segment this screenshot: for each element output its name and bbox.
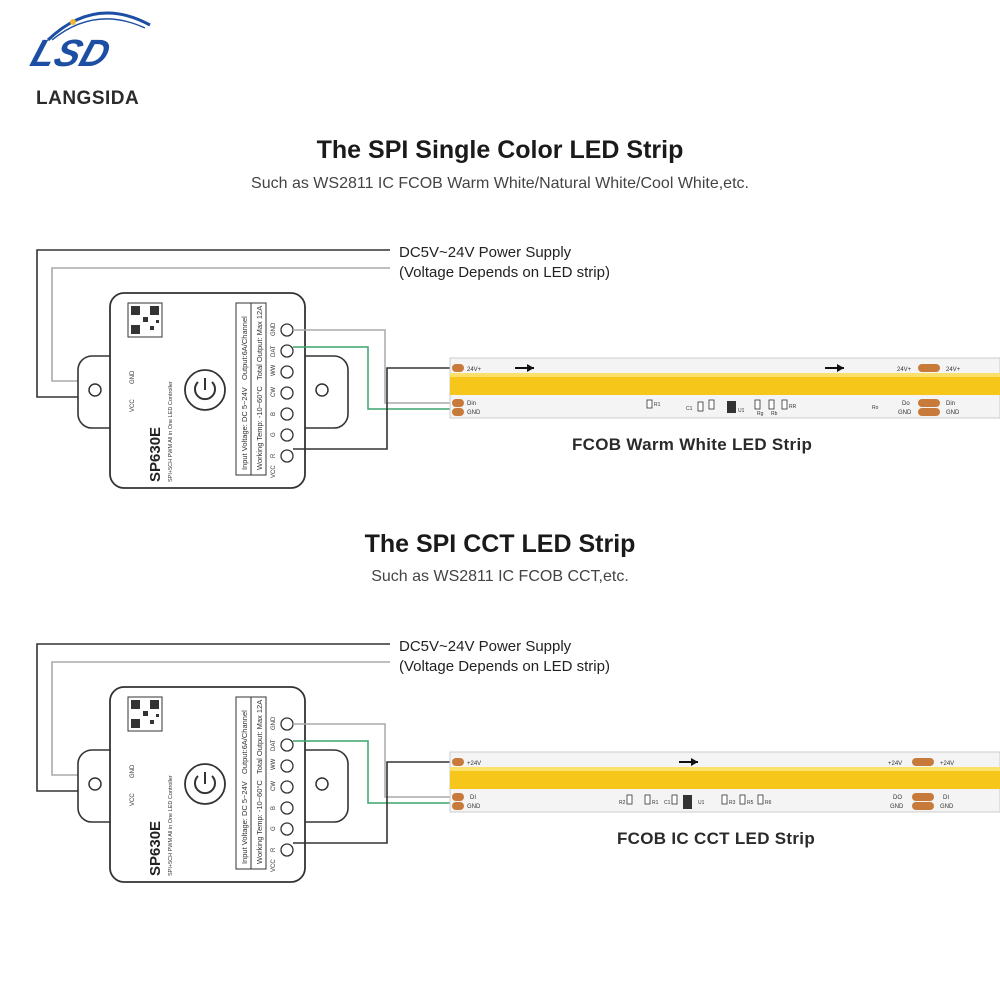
svg-text:B: B	[271, 806, 277, 810]
svg-text:CW: CW	[271, 781, 277, 791]
svg-text:DI: DI	[943, 795, 949, 801]
power-line-2: (Voltage Depends on LED strip)	[399, 658, 610, 675]
svg-text:Ro: Ro	[872, 405, 879, 411]
svg-text:GND: GND	[467, 804, 481, 810]
svg-text:GND: GND	[898, 410, 912, 416]
controller-output-wires	[293, 723, 450, 844]
svg-text:Output:6A/Channel: Output:6A/Channel	[240, 710, 249, 774]
svg-text:R2: R2	[619, 800, 626, 806]
svg-text:WW: WW	[271, 364, 277, 376]
section-1-title: The SPI Single Color LED Strip	[316, 136, 684, 164]
svg-text:R3: R3	[729, 800, 736, 806]
section-1-subtitle: Such as WS2811 IC FCOB Warm White/Natura…	[251, 175, 749, 192]
svg-text:R6: R6	[765, 800, 772, 806]
svg-text:B: B	[271, 412, 277, 416]
svg-text:24V+: 24V+	[946, 367, 961, 373]
svg-text:GND: GND	[271, 716, 277, 730]
svg-text:GND: GND	[130, 764, 136, 778]
svg-text:VCC: VCC	[130, 793, 136, 806]
section-1-strip-caption: FCOB Warm White LED Strip	[572, 435, 813, 454]
svg-text:R: R	[271, 847, 277, 852]
svg-text:SPI+5CH PWM All in One LED Con: SPI+5CH PWM All in One LED Controller	[168, 381, 174, 482]
led-strip-2: +24V DI GND +24V DO GND +24V DI GND R2 R…	[449, 751, 1000, 813]
power-line-2: (Voltage Depends on LED strip)	[399, 264, 610, 281]
svg-text:24V+: 24V+	[467, 367, 482, 373]
controller-box: Input Voltage: DC 5~24V Working Temp: -1…	[77, 686, 349, 883]
svg-text:DAT: DAT	[271, 739, 277, 751]
svg-text:Rg: Rg	[757, 411, 764, 417]
svg-text:RR: RR	[789, 404, 797, 410]
svg-text:GND: GND	[467, 410, 481, 416]
svg-text:SPI+5CH PWM All in One LED Con: SPI+5CH PWM All in One LED Controller	[168, 775, 174, 876]
svg-text:SP630E: SP630E	[147, 427, 164, 482]
logo-swoosh	[46, 11, 151, 42]
svg-text:LSD: LSD	[26, 33, 116, 75]
svg-text:Din: Din	[946, 401, 955, 407]
svg-text:R1: R1	[654, 402, 661, 408]
svg-text:Total Output: Max 12A: Total Output: Max 12A	[255, 306, 264, 380]
svg-text:R5: R5	[747, 800, 754, 806]
svg-text:Input Voltage: DC 5~24V: Input Voltage: DC 5~24V	[240, 781, 249, 864]
svg-text:VCC: VCC	[271, 859, 277, 872]
svg-text:Working Temp: -10~60°C: Working Temp: -10~60°C	[255, 386, 264, 470]
svg-text:VCC: VCC	[271, 465, 277, 478]
svg-text:G: G	[271, 432, 277, 437]
svg-text:+24V: +24V	[888, 761, 902, 767]
controller-output-wires	[293, 329, 450, 450]
svg-text:GND: GND	[946, 410, 960, 416]
svg-text:Working Temp: -10~60°C: Working Temp: -10~60°C	[255, 780, 264, 864]
svg-text:C1: C1	[664, 800, 671, 806]
section-2-title: The SPI CCT LED Strip	[364, 530, 636, 558]
qr-code	[127, 696, 163, 732]
brand-name: LANGSIDA	[36, 88, 140, 109]
svg-text:GND: GND	[130, 370, 136, 384]
terminal-block: GND DAT WW CW B G R VCC	[271, 322, 294, 478]
power-line-1: DC5V~24V Power Supply	[399, 244, 572, 261]
svg-text:CW: CW	[271, 387, 277, 397]
section-2-power-label: DC5V~24V Power Supply (Voltage Depends o…	[399, 637, 610, 677]
langsida-logo: LSD	[26, 11, 151, 75]
svg-text:C1: C1	[686, 406, 693, 412]
section-2-subtitle: Such as WS2811 IC FCOB CCT,etc.	[371, 568, 629, 585]
svg-text:Do: Do	[902, 401, 910, 407]
svg-text:+24V: +24V	[467, 761, 481, 767]
controller-box: Input Voltage: DC 5~24V Working Temp: -1…	[77, 292, 349, 489]
power-supply-wires	[36, 249, 390, 398]
svg-text:WW: WW	[271, 758, 277, 770]
svg-text:Total Output: Max 12A: Total Output: Max 12A	[255, 700, 264, 774]
svg-text:VCC: VCC	[130, 399, 136, 412]
svg-text:24V+: 24V+	[897, 367, 912, 373]
svg-text:R: R	[271, 453, 277, 458]
svg-text:GND: GND	[271, 322, 277, 336]
smd-components: R2 R1 C1 U1 R3 R5 R6	[619, 794, 772, 809]
section-2-strip-caption: FCOB IC CCT LED Strip	[617, 829, 816, 848]
svg-text:R1: R1	[652, 800, 659, 806]
svg-text:Output:6A/Channel: Output:6A/Channel	[240, 316, 249, 380]
logo-letters: LSD	[26, 33, 116, 75]
led-strip-1: 24V+ Din GND 24V+ Do GND 24V+ Din GND R1…	[449, 357, 1000, 419]
svg-text:+24V: +24V	[940, 761, 954, 767]
power-supply-wires	[36, 643, 390, 792]
section-1-power-label: DC5V~24V Power Supply (Voltage Depends o…	[399, 243, 610, 283]
terminal-block: GND DAT WW CW B G R VCC	[271, 716, 294, 872]
svg-text:Rb: Rb	[771, 411, 778, 417]
svg-text:DAT: DAT	[271, 345, 277, 357]
svg-text:Input Voltage: DC 5~24V: Input Voltage: DC 5~24V	[240, 387, 249, 470]
svg-text:DI: DI	[470, 795, 476, 801]
svg-text:GND: GND	[940, 804, 954, 810]
svg-text:Din: Din	[467, 401, 476, 407]
svg-text:U1: U1	[738, 408, 745, 414]
svg-text:G: G	[271, 826, 277, 831]
power-line-1: DC5V~24V Power Supply	[399, 638, 572, 655]
smd-components: R1 C1 U1 Rg Rb RR Ro	[646, 399, 879, 417]
qr-code	[127, 302, 163, 338]
svg-text:U1: U1	[698, 800, 705, 806]
svg-text:GND: GND	[890, 804, 904, 810]
svg-text:SP630E: SP630E	[147, 821, 164, 876]
svg-text:DO: DO	[893, 795, 902, 801]
